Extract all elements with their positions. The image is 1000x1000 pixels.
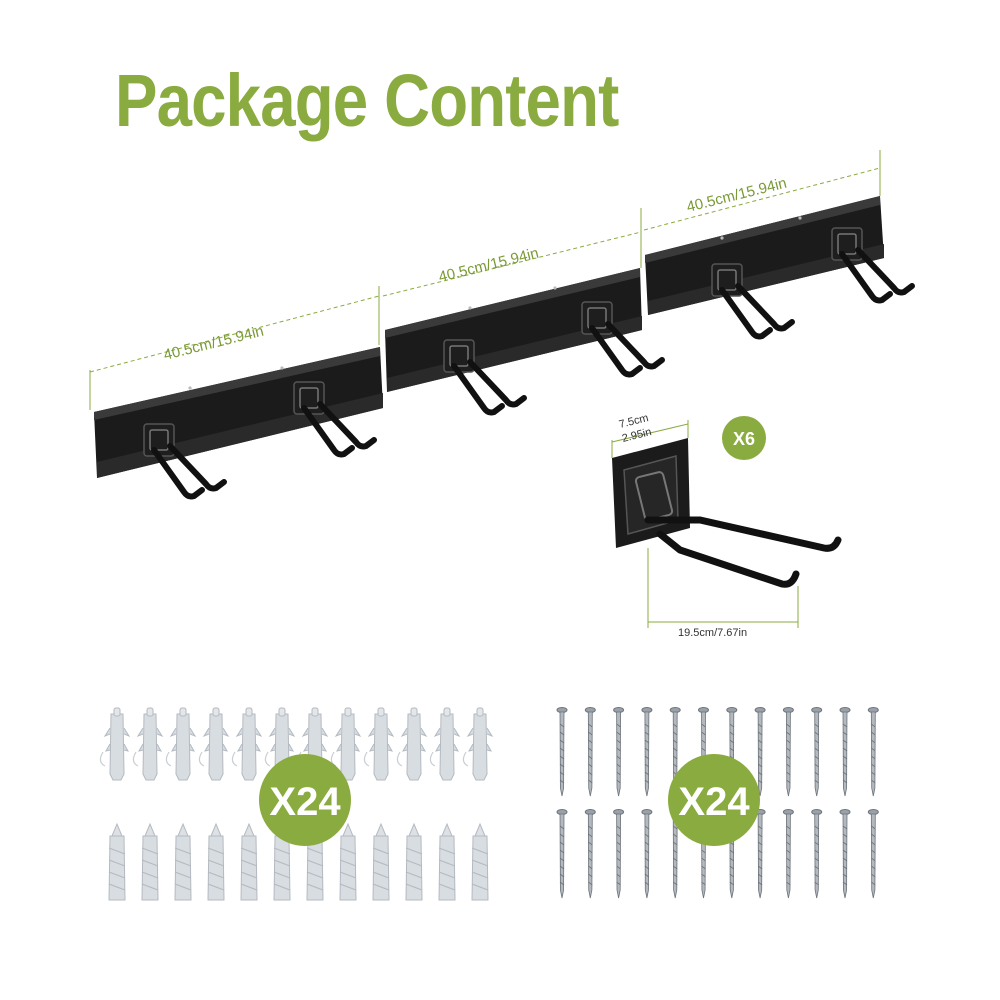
- wall-anchor-icon: [471, 823, 489, 901]
- hook-quantity: X6: [733, 429, 755, 449]
- screw-icon: [754, 809, 766, 899]
- wall-anchor-icon: [231, 707, 262, 781]
- anchor-quantity-badge: [259, 754, 351, 846]
- rail-dimensions: [89, 150, 881, 410]
- screw-icon: [839, 707, 851, 797]
- wall-anchor-icon: [462, 707, 493, 781]
- wall-anchor-icon: [198, 707, 229, 781]
- screw-icon: [867, 707, 879, 797]
- screw-quantity: X24: [678, 780, 750, 824]
- wall-anchor-icon: [372, 823, 390, 901]
- wall-anchor-icon: [429, 707, 460, 781]
- screw-icon: [811, 809, 823, 899]
- wall-anchor-icon: [438, 823, 456, 901]
- wall-anchor-icon: [108, 823, 126, 901]
- wall-anchor-icon: [132, 707, 163, 781]
- screw-quantity-badge: [668, 754, 760, 846]
- wall-anchor-icon: [339, 823, 357, 901]
- screw-icon: [782, 707, 794, 797]
- screw-icon: [584, 707, 596, 797]
- anchor-quantity: X24: [269, 780, 341, 824]
- wall-anchor-icon: [174, 823, 192, 901]
- wall-anchor-icon: [207, 823, 225, 901]
- screw-icon: [641, 809, 653, 899]
- wall-anchor-icon: [141, 823, 159, 901]
- hook-depth-label: 19.5cm/7.67in: [678, 627, 747, 639]
- wall-anchor-icon: [363, 707, 394, 781]
- screw-icon: [782, 809, 794, 899]
- screw-icon: [867, 809, 879, 899]
- screw-icon: [839, 809, 851, 899]
- rail-segment: [94, 347, 383, 478]
- wall-anchor-icon: [396, 707, 427, 781]
- wall-anchor-icon: [165, 707, 196, 781]
- page-title: Package Content: [115, 59, 619, 142]
- screw-icon: [641, 707, 653, 797]
- screw-icon: [811, 707, 823, 797]
- screw-icon: [613, 707, 625, 797]
- rail-length-label: 40.5cm/15.94in: [162, 323, 266, 364]
- rail-segment: [645, 196, 884, 315]
- screw-icon: [613, 809, 625, 899]
- rail-length-label: 40.5cm/15.94in: [437, 245, 541, 286]
- rail-length-label: 40.5cm/15.94in: [685, 175, 789, 216]
- wall-anchor-icon: [99, 707, 130, 781]
- hook-detail: [612, 438, 842, 588]
- hook-dimensions: [611, 420, 799, 628]
- screw-icon: [584, 809, 596, 899]
- hook-quantity-badge: [722, 416, 766, 460]
- wall-anchor-icon: [405, 823, 423, 901]
- screw-icon: [556, 809, 568, 899]
- wall-anchor-icon: [240, 823, 258, 901]
- rail-assembly: [94, 196, 912, 497]
- screw-icon: [556, 707, 568, 797]
